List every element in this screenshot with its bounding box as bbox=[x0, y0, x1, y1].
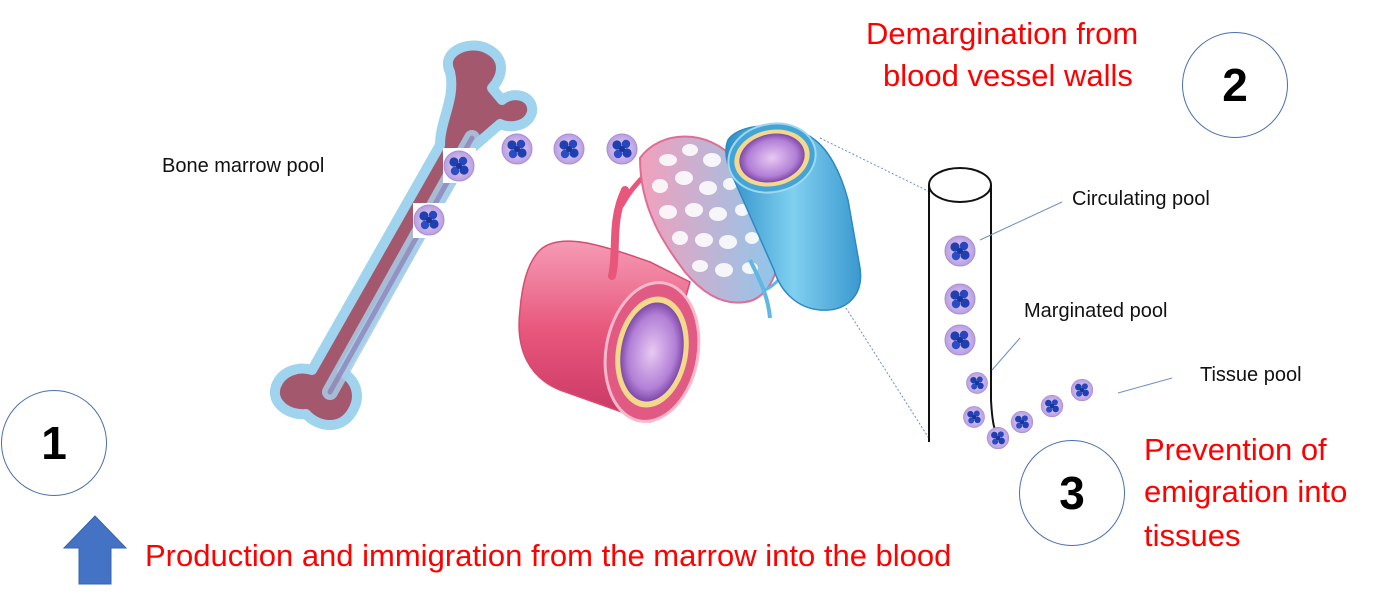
neutrophil-cell bbox=[1070, 378, 1094, 402]
tissue-pool-label: Tissue pool bbox=[1200, 364, 1302, 386]
step-2-caption-line-1: Demargination from bbox=[866, 16, 1139, 51]
step-3-circle: 3 bbox=[1019, 440, 1125, 546]
cells-tissue-pool bbox=[986, 378, 1094, 450]
zoom-connector-lines bbox=[819, 137, 931, 441]
circulating-pool-label: Circulating pool bbox=[1072, 188, 1210, 210]
step-3-caption-line-1: Prevention of bbox=[1144, 432, 1327, 467]
neutrophil-cell bbox=[1010, 410, 1034, 434]
cells-circulating-pool bbox=[944, 235, 976, 356]
step-1-caption: Production and immigration from the marr… bbox=[145, 538, 952, 573]
cells-marginated-pool bbox=[963, 372, 988, 428]
neutrophil-cell bbox=[944, 235, 976, 267]
up-arrow-icon bbox=[62, 515, 128, 585]
step-1-number: 1 bbox=[41, 417, 67, 469]
step-3-number: 3 bbox=[1059, 467, 1085, 519]
marginated-pool-label: Marginated pool bbox=[1024, 300, 1168, 322]
bone-marrow-pool-label: Bone marrow pool bbox=[162, 155, 325, 177]
neutrophil-cell bbox=[553, 133, 585, 165]
step-2-circle: 2 bbox=[1182, 32, 1288, 138]
neutrophil-cell bbox=[413, 204, 445, 236]
neutrophil-cell bbox=[944, 324, 976, 356]
step-3-caption-line-2: emigration into bbox=[1144, 474, 1348, 509]
neutrophil-cell bbox=[606, 133, 638, 165]
step-2-number: 2 bbox=[1222, 59, 1248, 111]
neutrophil-cell bbox=[501, 133, 533, 165]
step-3-caption-line-3: tissues bbox=[1144, 518, 1241, 553]
artery-illustration bbox=[518, 167, 701, 423]
neutrophil-cell bbox=[986, 426, 1010, 450]
neutrophil-cell bbox=[963, 406, 985, 428]
step-2-caption-line-2: blood vessel walls bbox=[883, 58, 1133, 93]
schematic-vessel bbox=[928, 167, 1001, 443]
neutrophil-cell bbox=[944, 283, 976, 315]
neutrophil-cell bbox=[966, 372, 988, 394]
neutrophil-cell bbox=[443, 150, 475, 182]
step-1-circle: 1 bbox=[1, 390, 107, 496]
bone-illustration bbox=[269, 40, 538, 430]
cells-bone-marrow bbox=[413, 133, 638, 238]
label-pointer-lines bbox=[979, 201, 1173, 394]
neutrophil-cell bbox=[1040, 394, 1064, 418]
vein-illustration bbox=[725, 122, 862, 311]
